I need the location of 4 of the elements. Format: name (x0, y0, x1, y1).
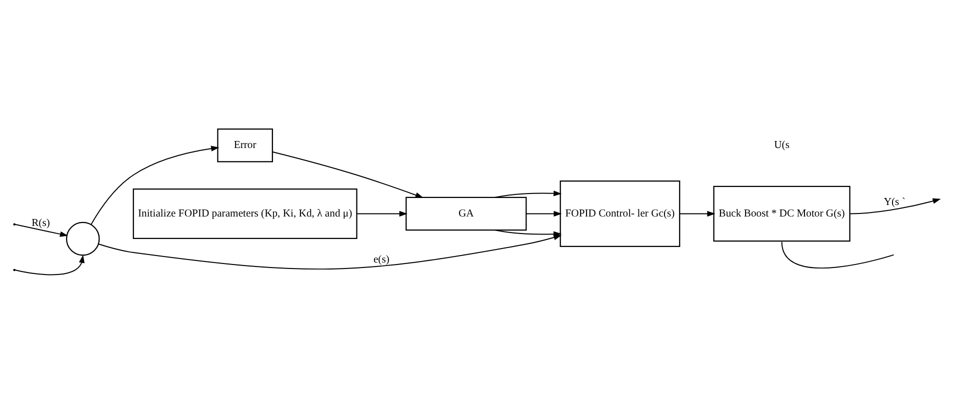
edge-label: e(s) (373, 254, 390, 266)
label: U(s (774, 140, 790, 151)
edge-label: R(s) (32, 218, 50, 229)
edge-label: Y(s ` (884, 196, 906, 208)
